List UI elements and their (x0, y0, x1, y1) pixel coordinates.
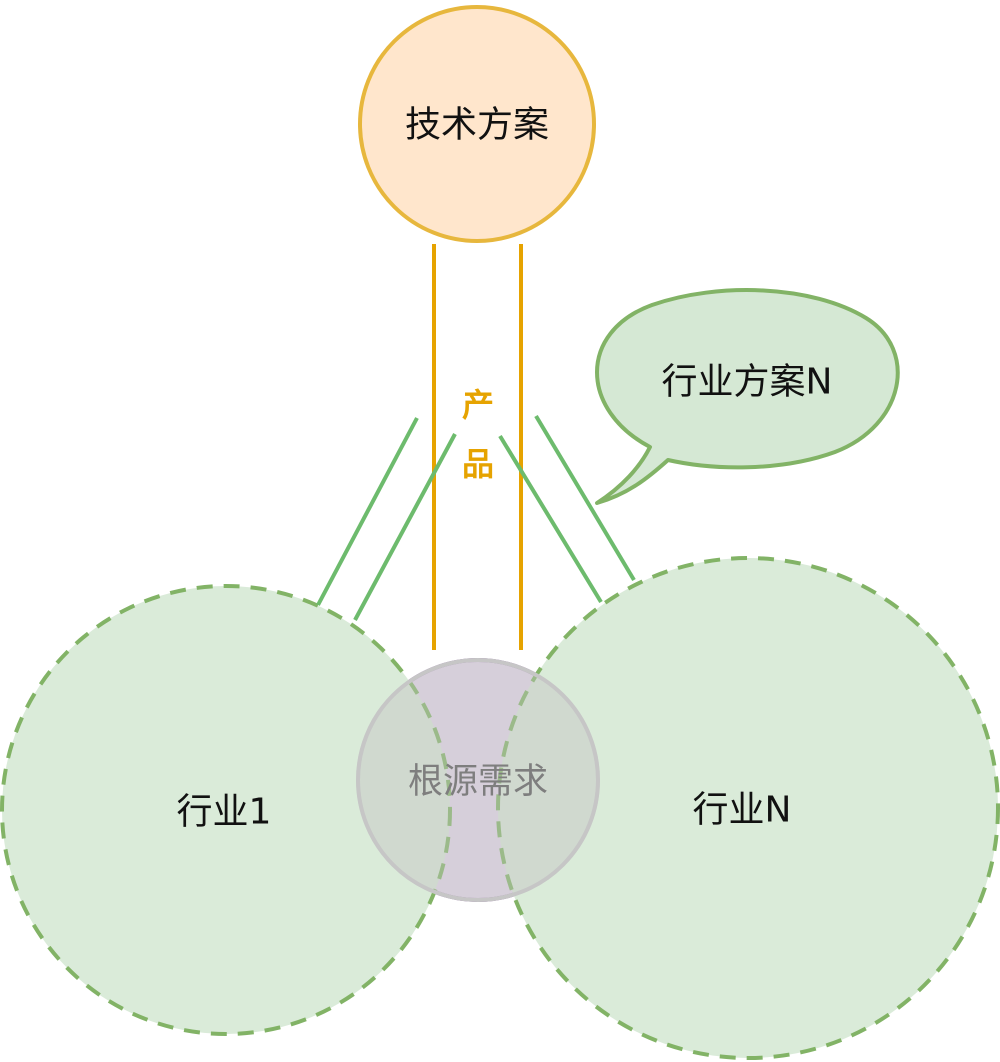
root-demand-overlay-circle (356, 658, 600, 902)
industry-solution-n-label: 行业方案N (662, 362, 833, 403)
root-demand-label: 根源需求 (408, 762, 548, 802)
solution-line-right-inner (498, 434, 603, 604)
industry-1-label: 行业1 (177, 792, 272, 833)
industry-solution-n-bubble[interactable] (595, 288, 900, 505)
solution-line-left-outer (316, 417, 419, 606)
product-label-bottom: 品 (462, 445, 494, 483)
solution-line-left-inner (353, 433, 457, 621)
industry-n-circle[interactable] (496, 556, 1000, 1060)
industry-n-label: 行业N (693, 790, 792, 831)
tech-solution-label: 技术方案 (405, 105, 549, 146)
product-label-top: 产 (462, 386, 494, 424)
industry-1-circle[interactable] (0, 584, 452, 1036)
tech-solution-circle[interactable] (358, 5, 596, 243)
solution-line-right-outer (534, 414, 636, 582)
